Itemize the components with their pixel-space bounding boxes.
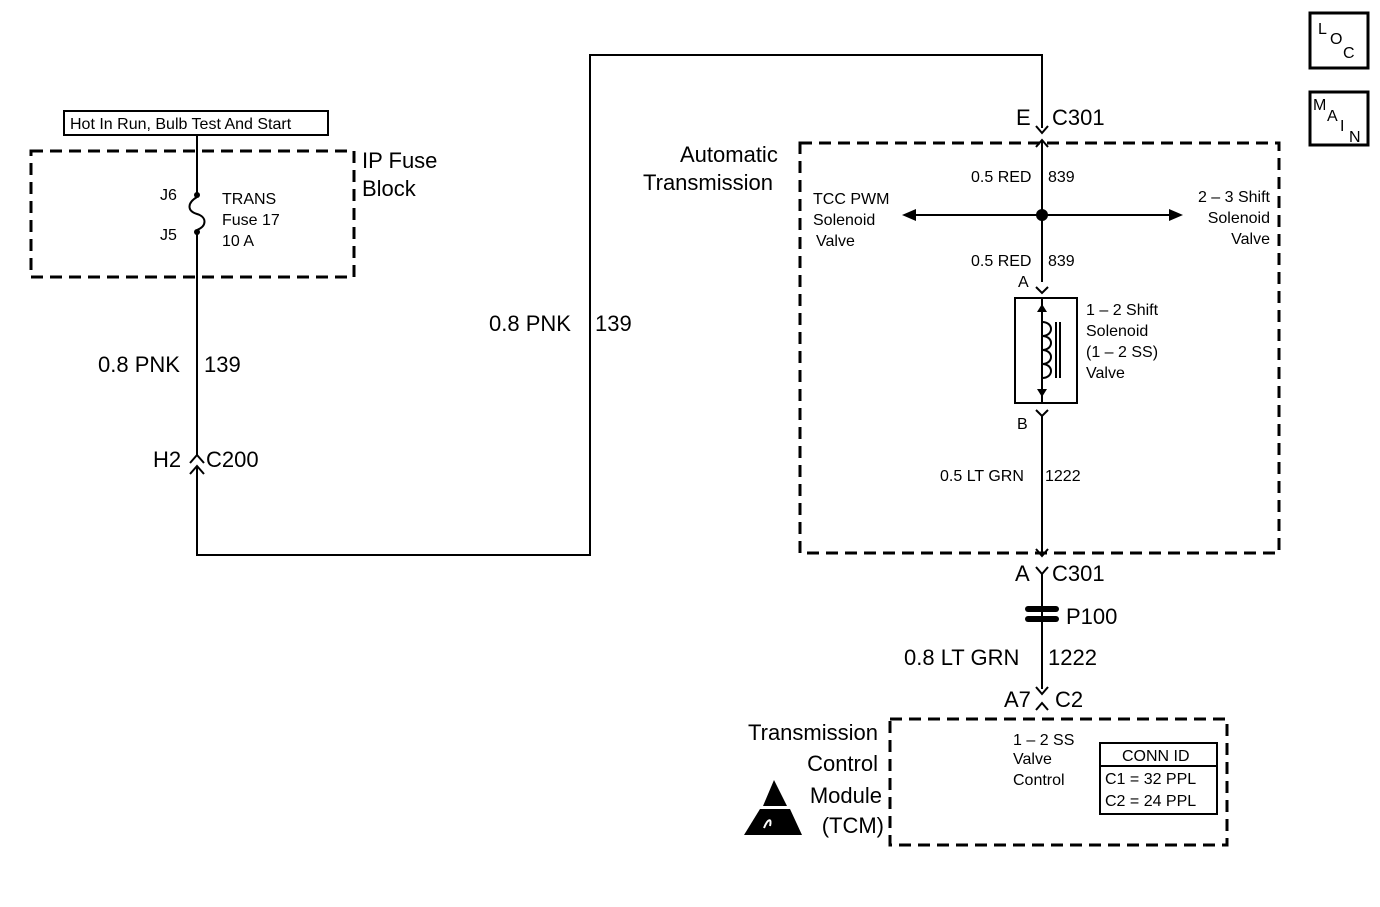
- solenoid-connector-b-icon: [1035, 409, 1049, 418]
- c301-bottom-male-icon: [1035, 566, 1049, 576]
- c2-name: C2: [1055, 687, 1083, 712]
- connector-c301-bottom: A C301: [1015, 548, 1105, 586]
- tcm-title-1: Transmission: [748, 720, 878, 745]
- solenoid-out-gauge: 0.5 LT GRN: [940, 468, 1024, 485]
- solenoid-coil-icon: [1041, 321, 1052, 379]
- conn-id-header: CONN ID: [1122, 748, 1190, 765]
- at-lower-gauge: 0.5 RED: [971, 253, 1031, 270]
- fuse-icon: [188, 196, 206, 231]
- at-upper-gauge: 0.5 RED: [971, 169, 1031, 186]
- at-upper-circuit: 839: [1048, 169, 1075, 186]
- tcm-title-2: Control: [807, 751, 878, 776]
- c301-bottom-name: C301: [1052, 561, 1105, 586]
- main-letter-n: N: [1349, 129, 1361, 146]
- loc-letter-o: O: [1330, 31, 1342, 48]
- loc-button[interactable]: L O C: [1308, 11, 1370, 70]
- connector-c301-top: E C301: [1016, 105, 1105, 148]
- left-wire-circuit: 139: [204, 352, 241, 377]
- solenoid-box: [1014, 297, 1078, 404]
- c301-bottom-pin: A: [1015, 561, 1030, 586]
- loc-letter-l: L: [1318, 21, 1327, 38]
- solenoid-label-4: Valve: [1086, 365, 1125, 382]
- pass-through-p100: P100: [1025, 604, 1117, 629]
- power-source-label: Hot In Run, Bulb Test And Start: [63, 110, 329, 136]
- power-source-text: Hot In Run, Bulb Test And Start: [70, 116, 292, 133]
- shift-23-label-2: Solenoid: [1208, 210, 1270, 227]
- conn-id-row-c2: C2 = 24 PPL: [1105, 793, 1196, 810]
- p100-name: P100: [1066, 604, 1117, 629]
- c2-male-icon: [1035, 701, 1049, 711]
- c301-top-pin: E: [1016, 105, 1031, 130]
- middle-wire-circuit: 139: [595, 311, 632, 336]
- solenoid-arrow-down-icon: [1037, 389, 1047, 397]
- solenoid-pin-b: B: [1017, 416, 1028, 433]
- c301-bottom-female-icon: [1035, 548, 1049, 558]
- tcc-pwm-label-2: Solenoid: [813, 212, 875, 229]
- fuse-rating: 10 A: [222, 233, 254, 250]
- esd-warning-icon: [744, 780, 802, 835]
- p100-top-icon: [1025, 606, 1059, 612]
- tcm-function-1: 1 – 2 SS: [1013, 732, 1074, 749]
- left-wire-gauge: 0.8 PNK: [98, 352, 180, 377]
- c2-female-icon: [1035, 686, 1049, 696]
- tcm-title-3: Module: [810, 783, 882, 808]
- c200-name: C200: [206, 447, 259, 472]
- solenoid-pin-a: A: [1018, 274, 1029, 291]
- at-lower-circuit: 839: [1048, 253, 1075, 270]
- main-letter-i: I: [1340, 118, 1344, 135]
- ip-fuse-block-title-2: Block: [362, 176, 417, 201]
- c200-pin: H2: [153, 447, 181, 472]
- main-button[interactable]: M A I N: [1308, 90, 1370, 147]
- c301-top-female-icon: [1035, 125, 1049, 135]
- loc-letter-c: C: [1343, 45, 1355, 62]
- tcm-wire-circuit: 1222: [1048, 645, 1097, 670]
- arrow-right-icon: [1169, 209, 1183, 221]
- p100-bottom-icon: [1025, 616, 1059, 622]
- tcm-function-2: Valve: [1013, 751, 1052, 768]
- at-title-2: Transmission: [643, 170, 773, 195]
- tcc-pwm-label-3: Valve: [816, 233, 855, 250]
- fuse-terminal-top: [194, 192, 200, 198]
- solenoid-label-3: (1 – 2 SS): [1086, 344, 1158, 361]
- at-title-1: Automatic: [680, 142, 778, 167]
- automatic-transmission: Automatic Transmission 0.5 RED 839 TCC P…: [643, 140, 1281, 555]
- tcm-wire-gauge: 0.8 LT GRN: [904, 645, 1019, 670]
- conn-id-table: CONN ID C1 = 32 PPL C2 = 24 PPL: [1099, 742, 1218, 815]
- shift-23-label-1: 2 – 3 Shift: [1198, 189, 1271, 206]
- middle-wire-gauge: 0.8 PNK: [489, 311, 571, 336]
- connector-c200: H2 C200: [153, 447, 259, 475]
- c200-female-icon: [189, 453, 205, 464]
- main-letter-m: M: [1313, 97, 1326, 114]
- fuse-terminal-bottom: [194, 229, 200, 235]
- conn-id-row-c1: C1 = 32 PPL: [1105, 771, 1196, 788]
- solenoid-connector-a-icon: [1035, 286, 1049, 295]
- ip-fuse-block-title-1: IP Fuse: [362, 148, 437, 173]
- tcc-pwm-label-1: TCC PWM: [813, 191, 889, 208]
- connector-c2: A7 C2: [1004, 686, 1083, 712]
- shift-23-label-3: Valve: [1231, 231, 1270, 248]
- c301-top-name: C301: [1052, 105, 1105, 130]
- main-letter-a: A: [1327, 108, 1338, 125]
- wire-c200-to-c301: [196, 54, 1043, 556]
- solenoid-arrow-up-icon: [1037, 304, 1047, 312]
- tcm-function-3: Control: [1013, 772, 1065, 789]
- fuse-number: Fuse 17: [222, 212, 280, 229]
- solenoid-label-2: Solenoid: [1086, 323, 1148, 340]
- ip-fuse-block: IP Fuse Block J6 J5 TRANS Fuse 17 10 A: [29, 148, 437, 279]
- fuse-pin-j6: J6: [160, 187, 177, 204]
- arrow-left-icon: [902, 209, 916, 221]
- c2-pin: A7: [1004, 687, 1031, 712]
- solenoid-label-1: 1 – 2 Shift: [1086, 302, 1159, 319]
- fuse-pin-j5: J5: [160, 227, 177, 244]
- tcm-title-4: (TCM): [822, 813, 884, 838]
- tcm-module: Transmission Control Module (TCM) 1 – 2 …: [744, 717, 1229, 847]
- solenoid-out-circuit: 1222: [1045, 468, 1081, 485]
- fuse-name: TRANS: [222, 191, 276, 208]
